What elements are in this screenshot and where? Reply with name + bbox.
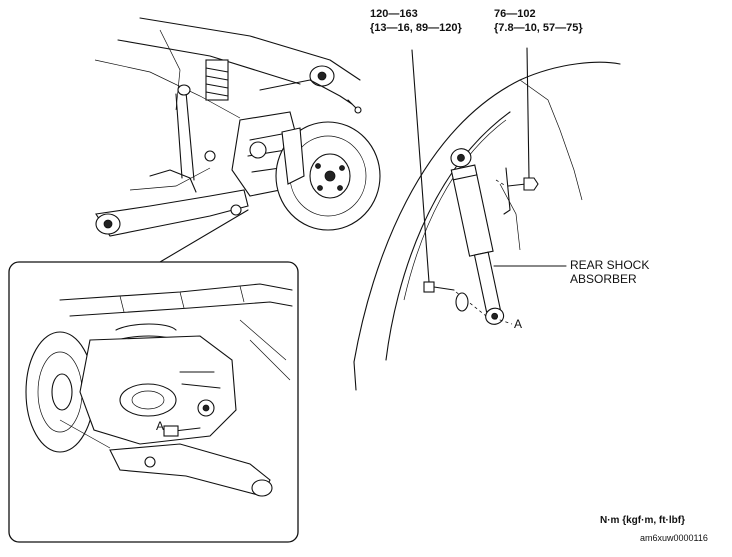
figure-id: am6xuw0000116 [640, 533, 708, 543]
point-a-label: A [514, 317, 523, 331]
leader-upper-bolt [526, 47, 530, 179]
leader-lower-bolt [411, 49, 430, 283]
detail-inset [8, 261, 299, 543]
torque-right-value: 76—102 [494, 8, 536, 20]
part-name-label-line2: ABSORBER [570, 272, 637, 286]
torque-units-note: N·m {kgf·m, ft·lbf} [600, 515, 685, 526]
shock-absorber-drawing [353, 47, 621, 391]
part-name-label-line1: REAR SHOCK [570, 258, 650, 272]
suspension-overview-drawing [94, 17, 381, 263]
torque-left-value: 120—163 [370, 8, 418, 20]
detail-leader-line [159, 209, 249, 263]
torque-left-value-alt: {13—16, 89—120} [370, 22, 462, 34]
inset-point-a-label: A [156, 419, 165, 433]
torque-right-value-alt: {7.8—10, 57—75} [494, 22, 583, 34]
